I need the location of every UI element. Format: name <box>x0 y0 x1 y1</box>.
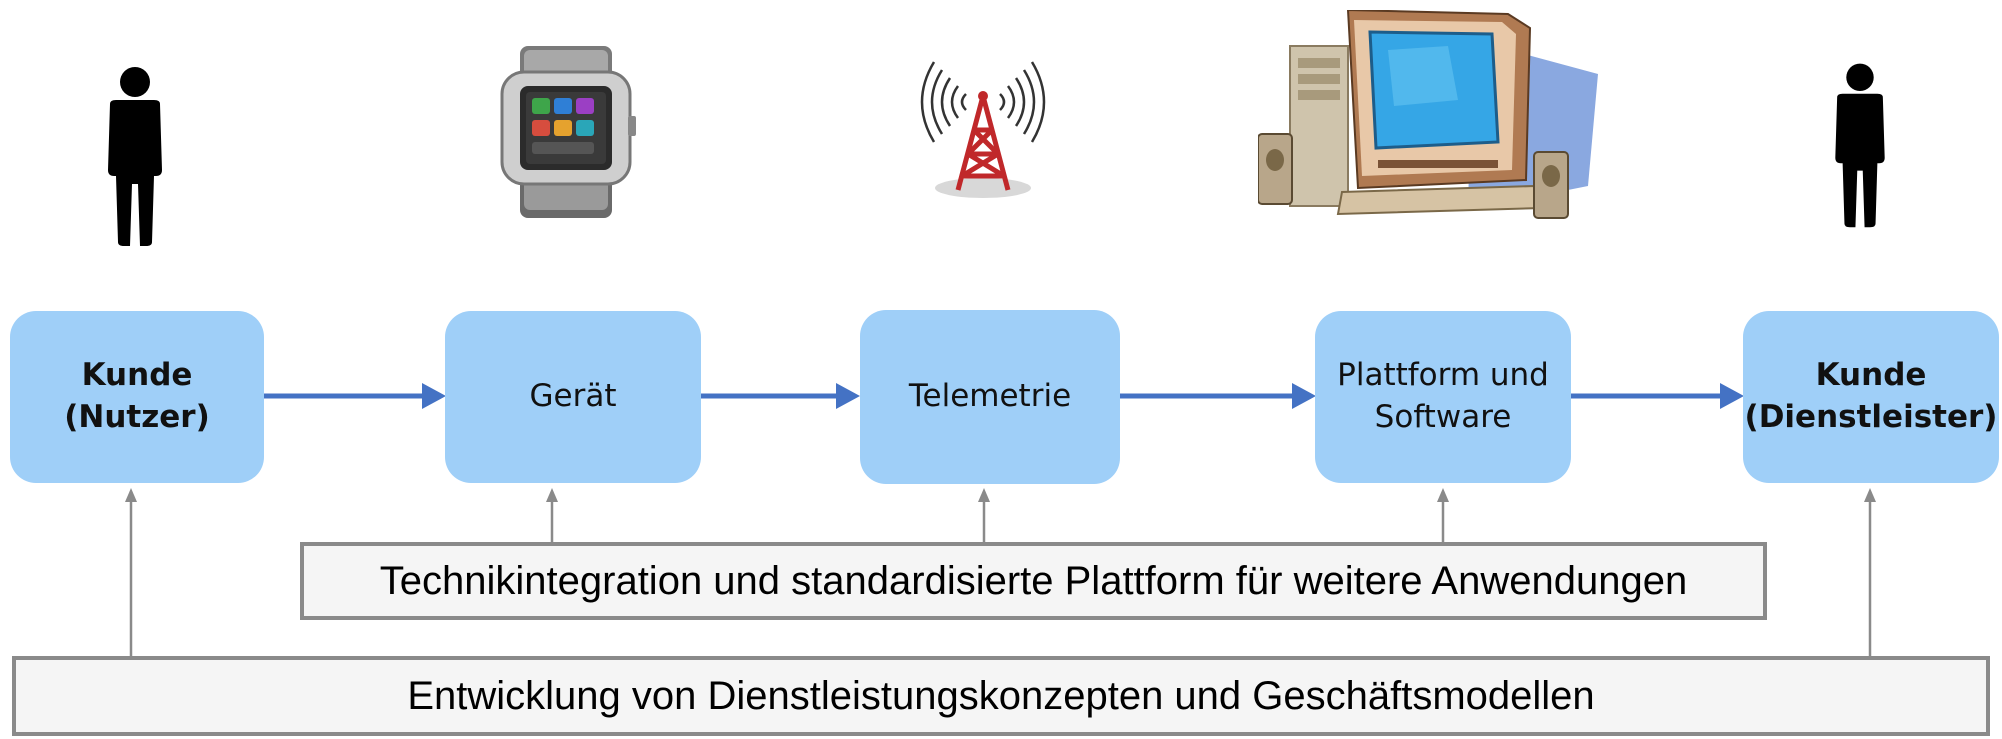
technikintegration-text: Technikintegration und standardisierte P… <box>379 558 1688 603</box>
node-kunde-dienstleister-subtitle: (Dienstleister) <box>1744 399 1998 435</box>
node-telemetrie: Telemetrie <box>860 310 1120 484</box>
node-geraet-label: Gerät <box>529 378 617 415</box>
node-plattform-software: Plattform und Software <box>1315 311 1571 483</box>
node-plattform-line2: Software <box>1374 399 1512 435</box>
flow-arrow-4-head <box>1720 383 1744 409</box>
node-telemetrie-label: Telemetrie <box>908 378 1072 415</box>
flow-arrow-1-head <box>422 383 446 409</box>
flow-arrow-2-head <box>836 383 860 409</box>
technikintegration-bar: Technikintegration und standardisierte P… <box>300 542 1767 620</box>
node-kunde-nutzer-title: Kunde <box>81 357 193 394</box>
antenna-tower-icon <box>920 61 1046 198</box>
node-kunde-dienstleister-title: Kunde <box>1815 357 1927 394</box>
entwicklung-bar: Entwicklung von Dienstleistungskonzepten… <box>12 656 1990 736</box>
node-kunde-dienstleister: Kunde (Dienstleister) <box>1743 311 1999 483</box>
node-geraet: Gerät <box>445 311 701 483</box>
person-icon <box>1835 63 1885 228</box>
node-kunde-nutzer: Kunde (Nutzer) <box>10 311 264 483</box>
node-kunde-nutzer-subtitle: (Nutzer) <box>64 399 210 435</box>
desktop-computer-icon <box>1258 10 1598 219</box>
smartwatch-icon <box>500 46 636 218</box>
node-plattform-line1: Plattform und <box>1337 357 1549 394</box>
entwicklung-text: Entwicklung von Dienstleistungskonzepten… <box>407 673 1595 718</box>
person-icon <box>108 67 162 246</box>
flow-arrow-3-head <box>1292 383 1316 409</box>
